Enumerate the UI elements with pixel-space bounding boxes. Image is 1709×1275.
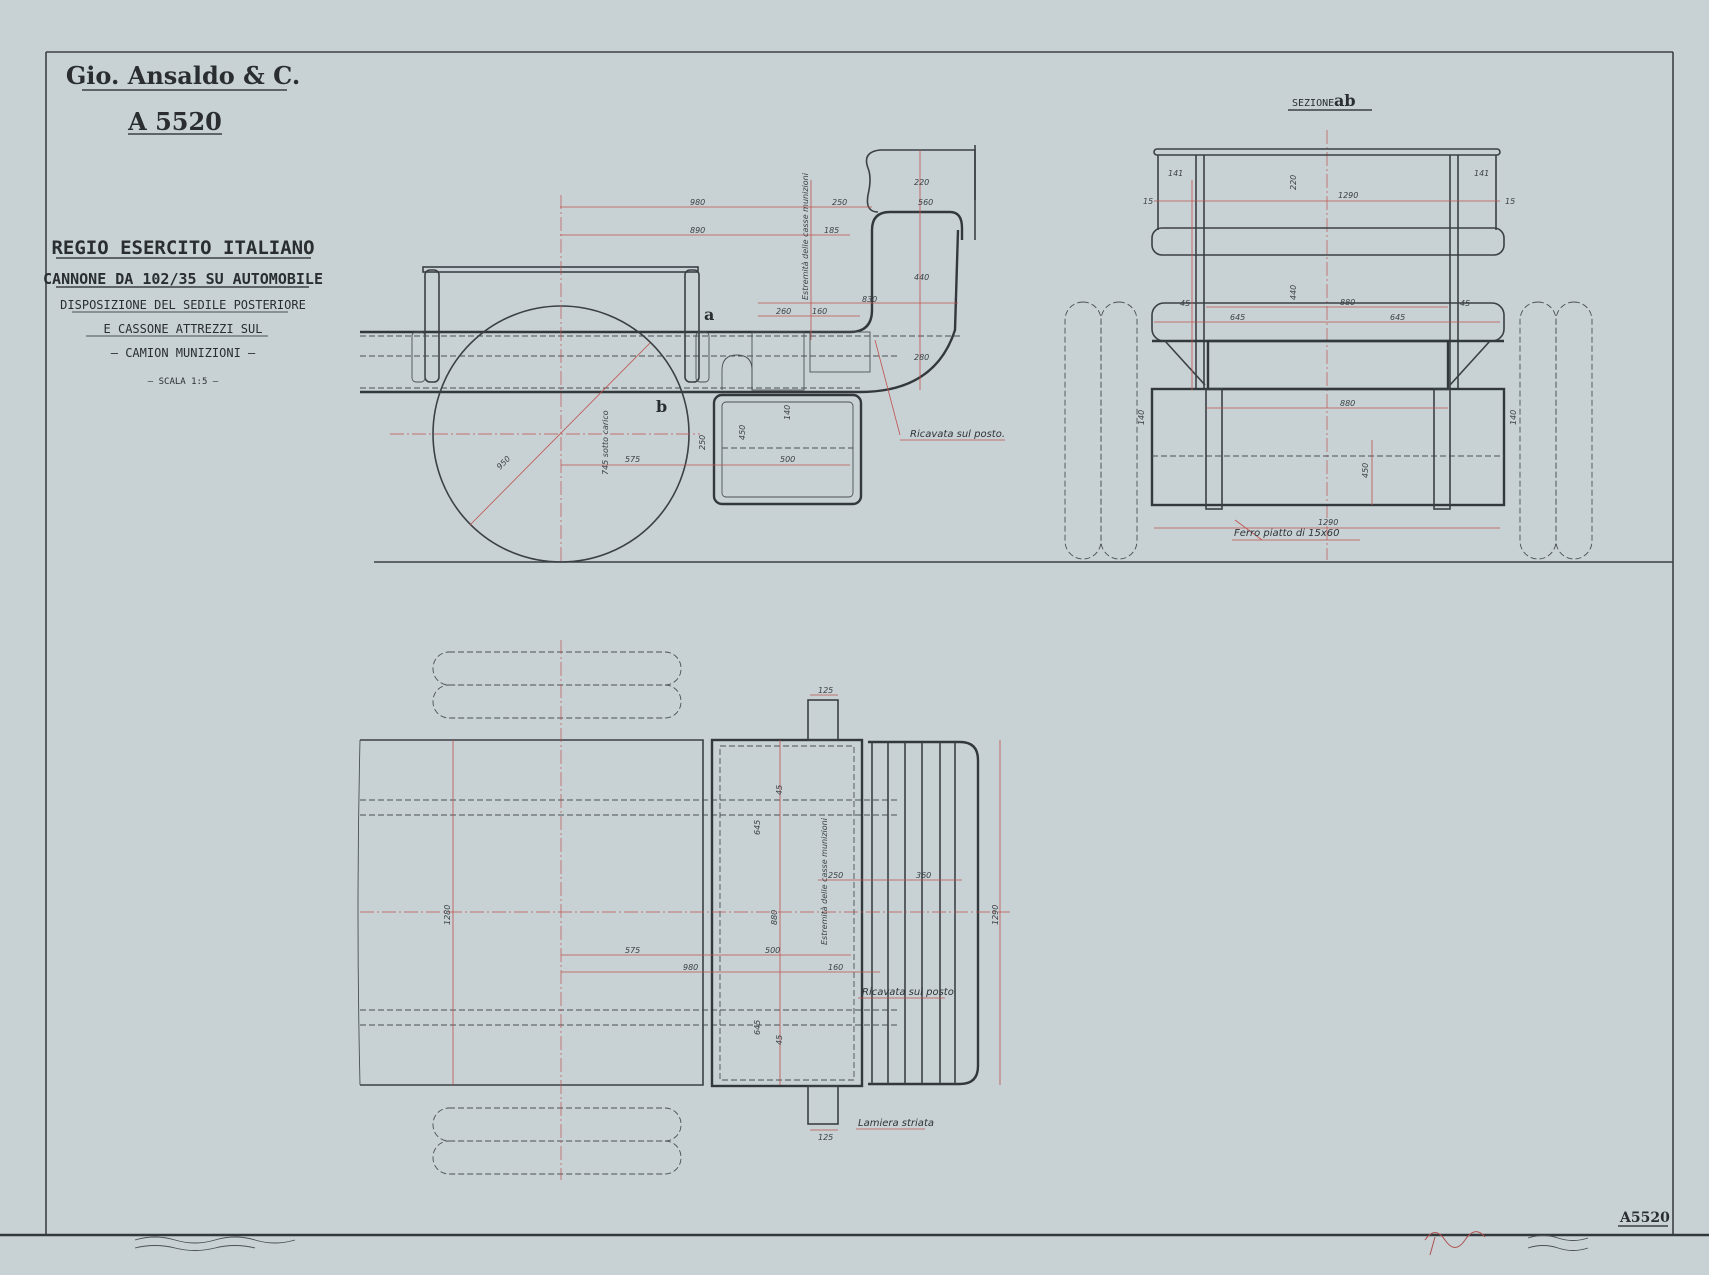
dimension-label: 125 (818, 686, 833, 695)
dimension-label: 250 (832, 198, 847, 207)
dimension-label: 745 sotto carico (601, 410, 610, 475)
title-line-3: DISPOSIZIONE DEL SEDILE POSTERIORE (60, 298, 306, 312)
dimension-label: 440 (914, 273, 929, 282)
chassis-top (360, 230, 874, 334)
dimension-label: 360 (916, 871, 931, 880)
note-ferro-piatto: Ferro piatto di 15x60 (1234, 528, 1340, 539)
dimension-label: 125 (818, 1133, 833, 1142)
dimension-label: 160 (828, 963, 843, 972)
section-mark-b: b (656, 397, 667, 416)
dimension-label: 645 (1230, 313, 1245, 322)
step-plate (807, 1085, 839, 1125)
title-line-2: CANNONE DA 102/35 SU AUTOMOBILE (43, 270, 323, 288)
dimension-label: 220 (914, 178, 929, 187)
dimension-label: 45 (775, 1035, 784, 1045)
dimension-label: 500 (765, 946, 780, 955)
title-line-4: E CASSONE ATTREZZI SUL (104, 322, 263, 336)
dimension-label: 980 (690, 198, 705, 207)
drawing-frame (0, 51, 1709, 1237)
dimension-label: 645 (753, 820, 762, 835)
tire-outline (1519, 301, 1557, 560)
title-line-1: REGIO ESERCITO ITALIANO (51, 237, 314, 259)
dimension-label: 15 (1143, 197, 1153, 206)
footer-drawing-number: A5520 (1619, 1210, 1670, 1226)
signature-ink (1527, 1235, 1589, 1251)
dimension-label: 45 (1180, 299, 1190, 308)
seat-side (870, 210, 964, 240)
scale-label: — SCALA 1:5 — (148, 377, 219, 387)
dimension-label: 645 (753, 1020, 762, 1035)
footer: A5520 (134, 1210, 1670, 1256)
title-line-5: — CAMION MUNIZIONI — (111, 346, 256, 360)
section-view: SEZIONE ab 141 141 1290 220 15 15 440 (1064, 91, 1593, 560)
tire-outline (1555, 301, 1593, 560)
dimension-label: 450 (738, 425, 747, 440)
seat-rail-plan (868, 740, 980, 1086)
vertical-label: Estremità delle casse munizioni (820, 817, 829, 945)
dimension-label: 141 (1168, 169, 1183, 178)
dimension-label: 1290 (1318, 518, 1338, 527)
tire-outline (1100, 301, 1138, 560)
dimension-label: 45 (1460, 299, 1470, 308)
dimension-label: 880 (1340, 399, 1355, 408)
chassis-plan (360, 739, 704, 1086)
dimension-label: 950 (495, 454, 512, 471)
dimension-label: 160 (812, 307, 827, 316)
dimension-label: 220 (1289, 175, 1298, 190)
dimension-label: 185 (824, 226, 839, 235)
tire-outline (432, 684, 682, 719)
dimension-label: 575 (625, 455, 640, 464)
dimension-label: 560 (918, 198, 933, 207)
tire-outline (432, 1107, 682, 1142)
handwritten-notes (134, 1236, 296, 1251)
tire-outline (432, 1140, 682, 1175)
tool-box-plan (710, 738, 864, 1088)
section-letters: ab (1334, 91, 1356, 110)
dimension-label: 890 (690, 226, 705, 235)
drawing-number: A 5520 (127, 107, 222, 136)
dimension-label: 575 (625, 946, 640, 955)
dimension-label: 141 (1474, 169, 1489, 178)
dimension-label: 880 (1340, 298, 1355, 307)
note-ricavata-plan: Ricavata sul posto (862, 987, 954, 998)
dimension-label: 250 (698, 435, 707, 450)
title-block: Gio. Ansaldo & C. A 5520 REGIO ESERCITO … (43, 61, 323, 387)
note-lamiera-striata: Lamiera striata (858, 1118, 934, 1129)
dimension-label: 280 (914, 353, 929, 362)
dimension-label: 450 (1361, 463, 1370, 478)
vertical-label: Estremità delle casse munizioni (801, 172, 810, 300)
note-ricavata: Ricavata sul posto. (910, 429, 1005, 440)
dimension-label: 15 (1505, 197, 1515, 206)
dimension-label: 1280 (443, 905, 452, 925)
tool-box-section (1150, 387, 1506, 507)
seat-rail (1153, 148, 1501, 156)
dimension-label: 645 (1390, 313, 1405, 322)
tool-box-side (712, 393, 863, 506)
dimension-label: 440 (1289, 285, 1298, 300)
signature-red (1424, 1231, 1486, 1256)
seat-plank (1151, 227, 1505, 256)
dimension-label: 260 (776, 307, 791, 316)
tire-outline (432, 651, 682, 686)
section-title: SEZIONE (1292, 98, 1334, 109)
dimension-label: 140 (783, 405, 792, 420)
tire-outline (1064, 301, 1102, 560)
dimension-label: 1290 (991, 905, 1000, 925)
section-mark-a: a (704, 305, 714, 324)
dimension-label: 140 (1137, 410, 1146, 425)
plan-view: 125 125 1280 1290 575 500 980 160 250 36… (357, 640, 1010, 1180)
dimension-label: 980 (683, 963, 698, 972)
dimension-label: 250 (828, 871, 843, 880)
bench-top (422, 266, 699, 273)
dimension-label: 500 (780, 455, 795, 464)
dimension-label: 830 (862, 295, 877, 304)
chassis-bottom-and-seat-curve (360, 229, 960, 394)
dimension-label: 140 (1509, 410, 1518, 425)
side-view: 980 890 250 185 560 260 160 830 220 440 … (360, 145, 1005, 563)
step-plate (807, 699, 839, 741)
company-name: Gio. Ansaldo & C. (66, 61, 300, 90)
dimension-label: 1290 (1338, 191, 1358, 200)
dimension-label: 880 (770, 910, 779, 925)
dimension-label: 45 (775, 785, 784, 795)
